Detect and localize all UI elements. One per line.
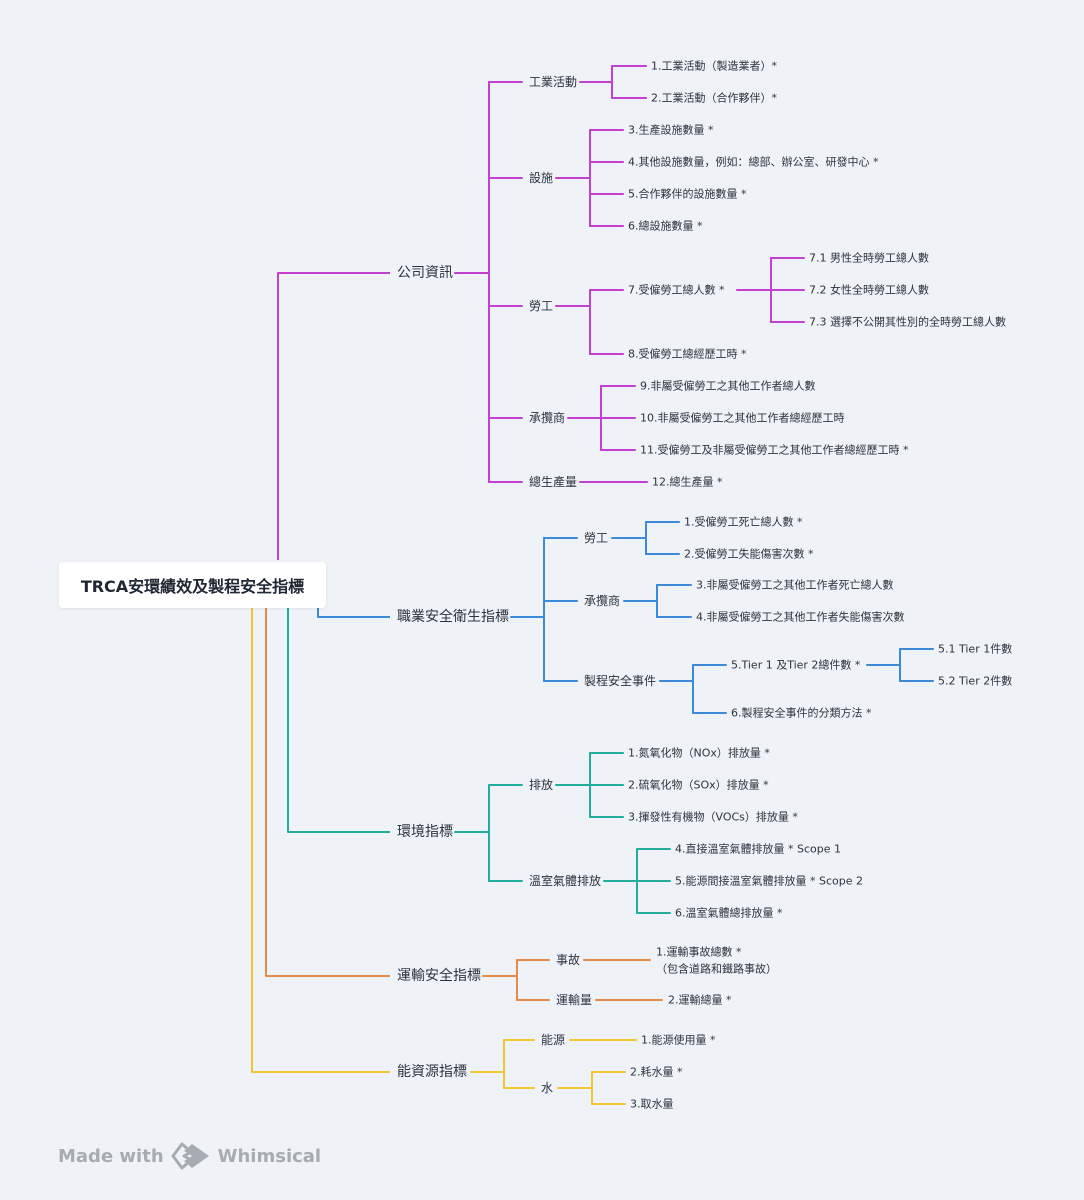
leaf-company-4-0[interactable]: 12.總生產量 * [652, 475, 723, 489]
node-company-0[interactable]: 工業活動 [529, 75, 577, 89]
connector-line [277, 272, 390, 560]
leaf-safety-1-1[interactable]: 4.非屬受僱勞工之其他工作者失能傷害次數 [696, 610, 905, 624]
leaf-company-0-1[interactable]: 2.工業活動（合作夥伴）* [651, 91, 777, 105]
leaf-environment-0-2[interactable]: 3.揮發性有機物（VOCs）排放量 * [628, 810, 798, 824]
leaf-transport-0-0[interactable]: 1.運輸事故總數 * [656, 945, 742, 959]
node-company-2[interactable]: 勞工 [529, 299, 553, 313]
leaf-safety-0-1[interactable]: 2.受僱勞工失能傷害次數 * [684, 547, 814, 561]
node-environment-0[interactable]: 排放 [529, 777, 553, 792]
leaf-company-2-0-1[interactable]: 7.2 女性全時勞工總人數 [809, 283, 929, 297]
leaf-safety-2-0[interactable]: 5.Tier 1 及Tier 2總件數 * [731, 658, 861, 672]
node-environment-1[interactable]: 溫室氣體排放 [529, 873, 601, 888]
leaf-company-2-1[interactable]: 8.受僱勞工總經歷工時 * [628, 347, 747, 361]
footer-watermark: Made with Whimsical [58, 1141, 321, 1171]
connector-line [251, 608, 390, 1073]
node-energy-0[interactable]: 能源 [541, 1033, 565, 1047]
leaf-environment-0-1[interactable]: 2.硫氧化物（SOx）排放量 * [628, 778, 769, 792]
branch-environment[interactable]: 環境指標 [397, 824, 453, 840]
root-node[interactable]: TRCA安環績效及製程安全指標 [59, 562, 326, 608]
leaf-energy-1-0[interactable]: 2.耗水量 * [630, 1066, 683, 1079]
leaf-company-2-0-0[interactable]: 7.1 男性全時勞工總人數 [809, 251, 929, 265]
branch-company[interactable]: 公司資訊 [397, 265, 453, 281]
leaf-company-3-0[interactable]: 9.非屬受僱勞工之其他工作者總人數 [640, 379, 816, 393]
leaf-company-1-0[interactable]: 3.生產設施數量 * [628, 123, 714, 137]
node-company-4[interactable]: 總生產量 [529, 474, 577, 489]
leaf-safety-1-0[interactable]: 3.非屬受僱勞工之其他工作者死亡總人數 [696, 578, 894, 592]
leaf-company-1-2[interactable]: 5.合作夥伴的設施數量 * [628, 187, 747, 201]
leaf-note-transport-0-0[interactable]: （包含道路和鐵路事故） [656, 962, 777, 976]
leaf-transport-1-0[interactable]: 2.運輸總量 * [668, 993, 732, 1007]
node-safety-0[interactable]: 勞工 [584, 531, 608, 545]
node-safety-1[interactable]: 承攬商 [584, 593, 620, 608]
root-label: TRCA安環績效及製程安全指標 [80, 577, 305, 596]
leaf-company-1-1[interactable]: 4.其他設施數量，例如：總部、辦公室、研發中心 * [628, 155, 879, 169]
node-company-1[interactable]: 設施 [529, 170, 553, 185]
whimsical-logo-icon [171, 1142, 209, 1170]
leaf-safety-0-0[interactable]: 1.受僱勞工死亡總人數 * [684, 515, 803, 529]
leaf-energy-1-1[interactable]: 3.取水量 [630, 1098, 674, 1111]
leaf-environment-1-2[interactable]: 6.溫室氣體總排放量 * [675, 906, 783, 920]
leaf-company-3-1[interactable]: 10.非屬受僱勞工之其他工作者總經歷工時 [640, 411, 845, 425]
connector-line [317, 608, 390, 618]
leaf-company-2-0[interactable]: 7.受僱勞工總人數 * [628, 283, 725, 297]
leaf-company-3-2[interactable]: 11.受僱勞工及非屬受僱勞工之其他工作者總經歷工時 * [640, 443, 909, 457]
connector-line [265, 608, 390, 977]
node-energy-1[interactable]: 水 [541, 1081, 553, 1095]
branch-energy[interactable]: 能資源指標 [397, 1064, 467, 1080]
node-company-3[interactable]: 承攬商 [529, 410, 565, 425]
branch-safety[interactable]: 職業安全衛生指標 [397, 608, 509, 625]
leaf-safety-2-1[interactable]: 6.製程安全事件的分類方法 * [731, 706, 872, 720]
leaf-environment-0-0[interactable]: 1.氮氧化物（NOx）排放量 * [628, 746, 770, 760]
branch-transport[interactable]: 運輸安全指標 [397, 967, 481, 984]
leaf-safety-2-0-1[interactable]: 5.2 Tier 2件數 [938, 675, 1012, 688]
node-transport-1[interactable]: 運輸量 [556, 992, 592, 1007]
leaf-company-0-0[interactable]: 1.工業活動（製造業者）* [651, 59, 777, 73]
leaf-environment-1-1[interactable]: 5.能源間接溫室氣體排放量 * Scope 2 [675, 874, 863, 888]
leaf-company-2-0-2[interactable]: 7.3 選擇不公開其性別的全時勞工總人數 [809, 315, 1006, 329]
leaf-company-1-3[interactable]: 6.總設施數量 * [628, 219, 703, 233]
made-with-text: Made with [58, 1145, 164, 1167]
node-transport-0[interactable]: 事故 [556, 952, 580, 967]
leaf-environment-1-0[interactable]: 4.直接溫室氣體排放量 * Scope 1 [675, 842, 841, 856]
whimsical-brand-text: Whimsical [217, 1145, 322, 1167]
connector-line [287, 608, 390, 833]
leaf-energy-0-0[interactable]: 1.能源使用量 * [641, 1033, 716, 1047]
leaf-safety-2-0-0[interactable]: 5.1 Tier 1件數 [938, 643, 1012, 656]
node-safety-2[interactable]: 製程安全事件 [584, 673, 656, 688]
